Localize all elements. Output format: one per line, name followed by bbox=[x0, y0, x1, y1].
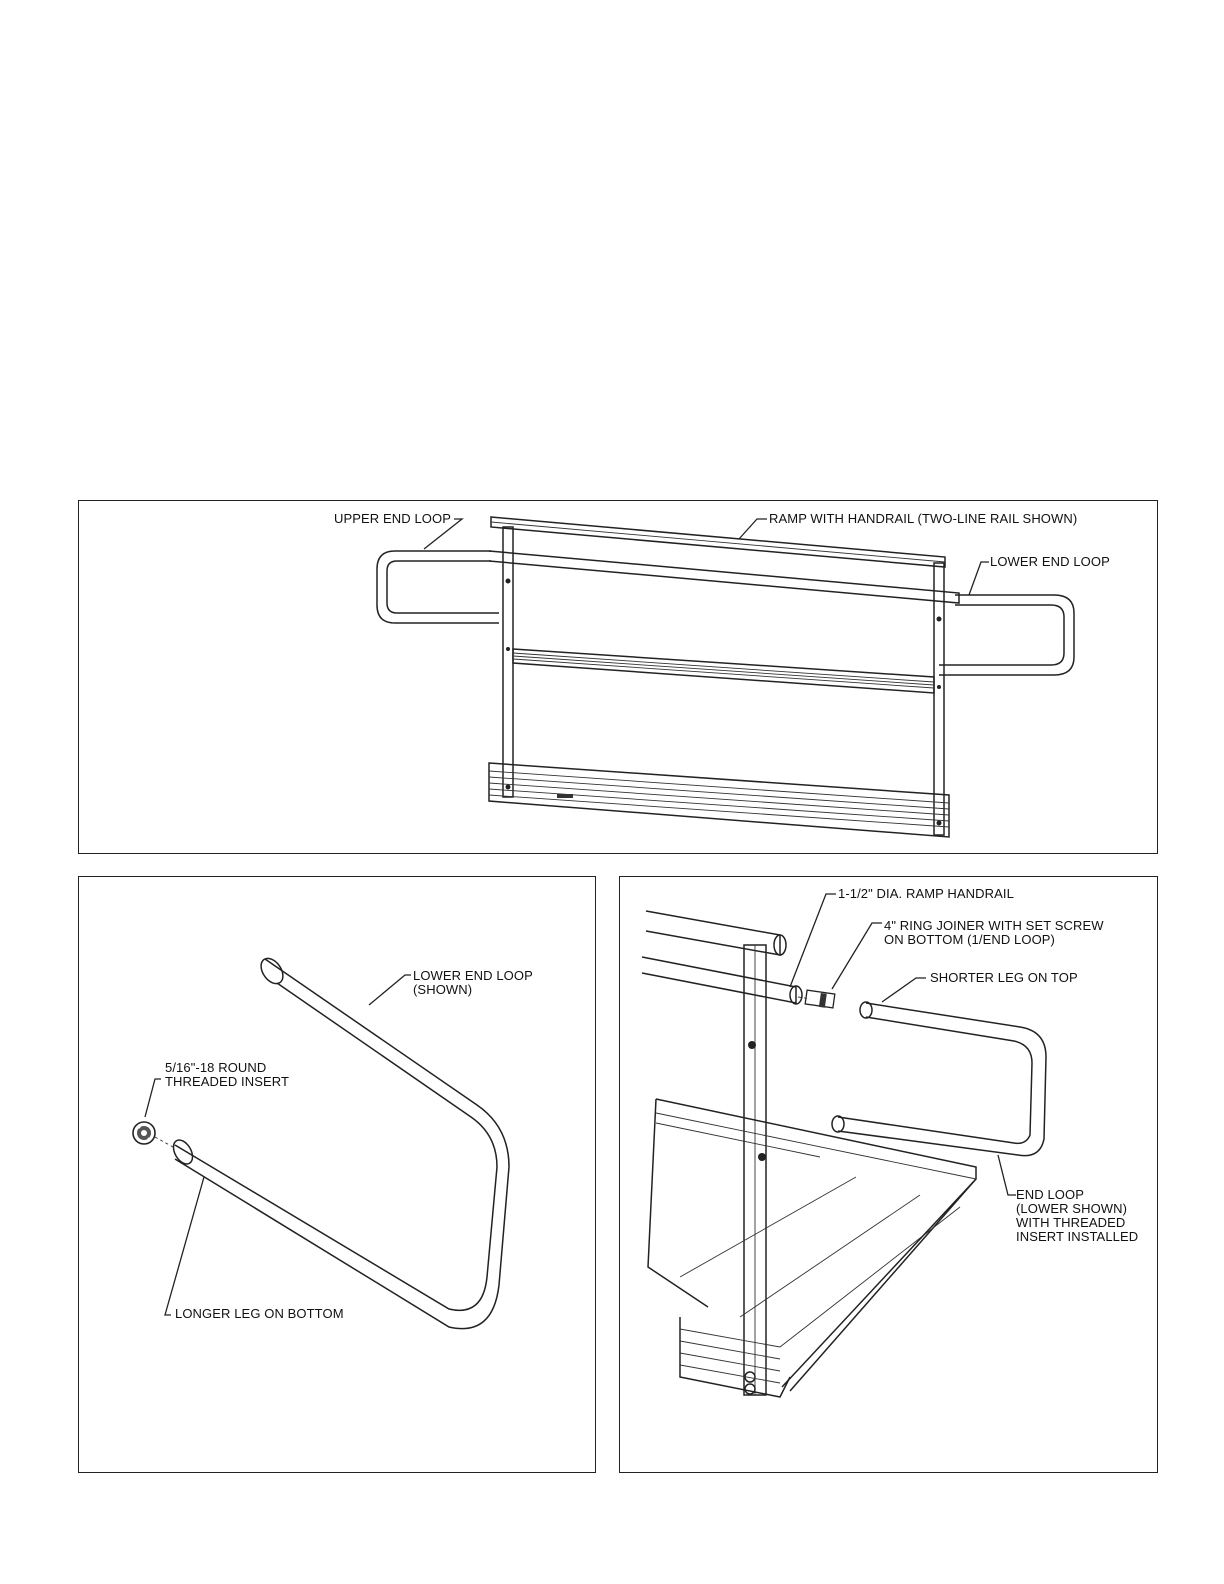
end-loop-open-end bbox=[860, 1002, 872, 1018]
joiner-alignment-line bbox=[798, 997, 810, 999]
second-rail bbox=[489, 551, 959, 603]
end-loop-label-line1: END LOOP bbox=[1016, 1188, 1084, 1202]
ring-joiner-label-line1: 4" RING JOINER WITH SET SCREW bbox=[884, 919, 1104, 933]
ramp-handrail bbox=[642, 957, 802, 1004]
lower-end-loop-detail-panel: LOWER END LOOP (SHOWN) 5/16"-18 ROUND TH… bbox=[78, 876, 596, 1473]
ring-joiner bbox=[805, 990, 835, 1008]
ramp-deck bbox=[648, 1099, 976, 1397]
upper-end-loop-label: UPPER END LOOP bbox=[334, 512, 451, 526]
threaded-insert-label-line2: THREADED INSERT bbox=[165, 1075, 289, 1089]
end-loop-label-line2: (LOWER SHOWN) bbox=[1016, 1202, 1127, 1216]
shorter-leg-label: SHORTER LEG ON TOP bbox=[930, 971, 1078, 985]
top-handrail bbox=[646, 911, 786, 955]
threaded-insert bbox=[133, 1122, 155, 1144]
leader-lines bbox=[424, 519, 989, 595]
insert-alignment-line bbox=[155, 1137, 173, 1147]
end-loop-tube bbox=[175, 959, 509, 1329]
end-loop-insert-end bbox=[832, 1116, 844, 1132]
lower-end-loop bbox=[939, 595, 1074, 675]
ramp-handrail-label: 1-1/2" DIA. RAMP HANDRAIL bbox=[838, 887, 1014, 901]
longer-leg-label: LONGER LEG ON BOTTOM bbox=[175, 1307, 344, 1321]
middle-rail bbox=[513, 649, 934, 693]
threaded-insert-label-line1: 5/16"-18 ROUND bbox=[165, 1061, 266, 1075]
lower-end-loop-detail-drawing bbox=[79, 877, 597, 1474]
upper-tube-end bbox=[257, 954, 288, 987]
ramp-deck-edge bbox=[489, 763, 949, 837]
lower-end-loop-shown-label: (SHOWN) bbox=[413, 983, 472, 997]
lower-tube-end bbox=[170, 1137, 197, 1168]
end-loop-label-line4: INSERT INSTALLED bbox=[1016, 1230, 1138, 1244]
end-loop bbox=[838, 1003, 1046, 1156]
end-loop-label-line3: WITH THREADED bbox=[1016, 1216, 1125, 1230]
upper-end-loop bbox=[377, 551, 499, 623]
ramp-handrail-overview-panel: UPPER END LOOP RAMP WITH HANDRAIL (TWO-L… bbox=[78, 500, 1158, 854]
left-post bbox=[503, 527, 513, 797]
end-loop-installation-drawing bbox=[620, 877, 1159, 1474]
post bbox=[744, 945, 766, 1395]
ramp-with-handrail-label: RAMP WITH HANDRAIL (TWO-LINE RAIL SHOWN) bbox=[769, 512, 1077, 526]
lower-end-loop-label: LOWER END LOOP bbox=[413, 969, 533, 983]
lower-end-loop-label: LOWER END LOOP bbox=[990, 555, 1110, 569]
leader-lines bbox=[145, 975, 411, 1315]
end-loop-installation-panel: 1-1/2" DIA. RAMP HANDRAIL 4" RING JOINER… bbox=[619, 876, 1158, 1473]
ring-joiner-label-line2: ON BOTTOM (1/END LOOP) bbox=[884, 933, 1055, 947]
